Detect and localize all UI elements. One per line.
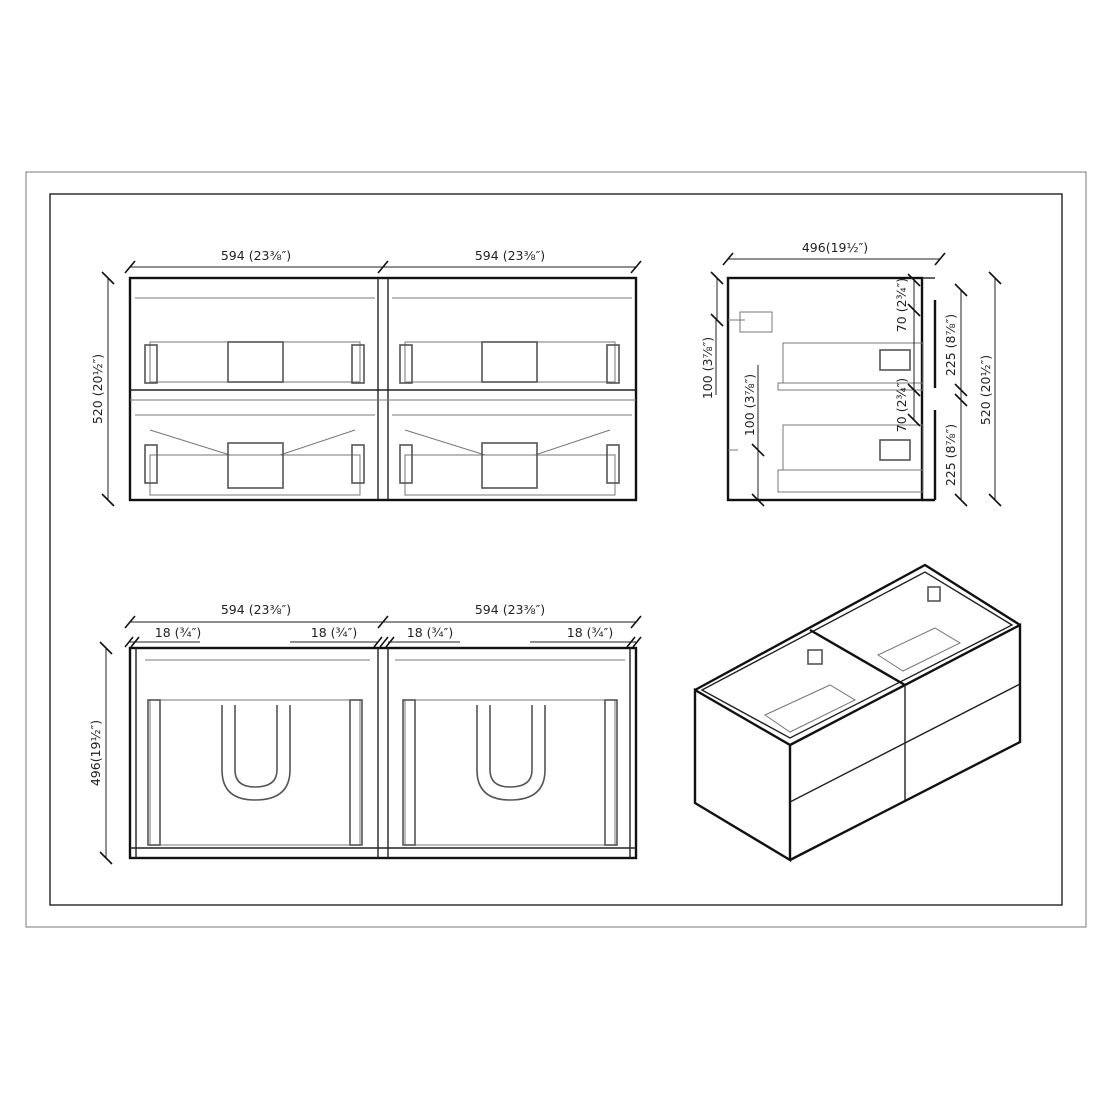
isometric-view [693, 563, 1022, 863]
front-width-right-label: 594 (23⅜″) [475, 248, 545, 263]
side-gap-upper-label: 70 (2¾″) [894, 278, 909, 332]
side-inner-offset-label: 100 (3⅞″) [742, 374, 757, 436]
side-drawer-lower-label: 225 (8⅞″) [943, 424, 958, 486]
side-depth-label: 496(19½″) [802, 240, 868, 255]
top-depth-label: 496(19½″) [88, 720, 103, 786]
top-panel-label-3: 18 (¾″) [407, 625, 453, 640]
front-width-left-label: 594 (23⅜″) [221, 248, 291, 263]
top-width-right-label: 594 (23⅜″) [475, 602, 545, 617]
side-drawer-upper-label: 225 (8⅞″) [943, 314, 958, 376]
side-height-label: 520 (20½″) [978, 355, 993, 425]
front-view [101, 260, 642, 507]
side-top-offset-label: 100 (3⅞″) [700, 337, 715, 399]
top-panel-label-2: 18 (¾″) [311, 625, 357, 640]
front-height-label: 520 (20½″) [90, 354, 105, 424]
outer-frame [25, 171, 1087, 928]
top-panel-label-4: 18 (¾″) [567, 625, 613, 640]
side-view [710, 252, 1002, 507]
side-gap-lower-label: 70 (2¾″) [894, 378, 909, 432]
top-view [99, 615, 642, 865]
top-width-left-label: 594 (23⅜″) [221, 602, 291, 617]
inner-frame [49, 193, 1063, 906]
top-panel-label-1: 18 (¾″) [155, 625, 201, 640]
